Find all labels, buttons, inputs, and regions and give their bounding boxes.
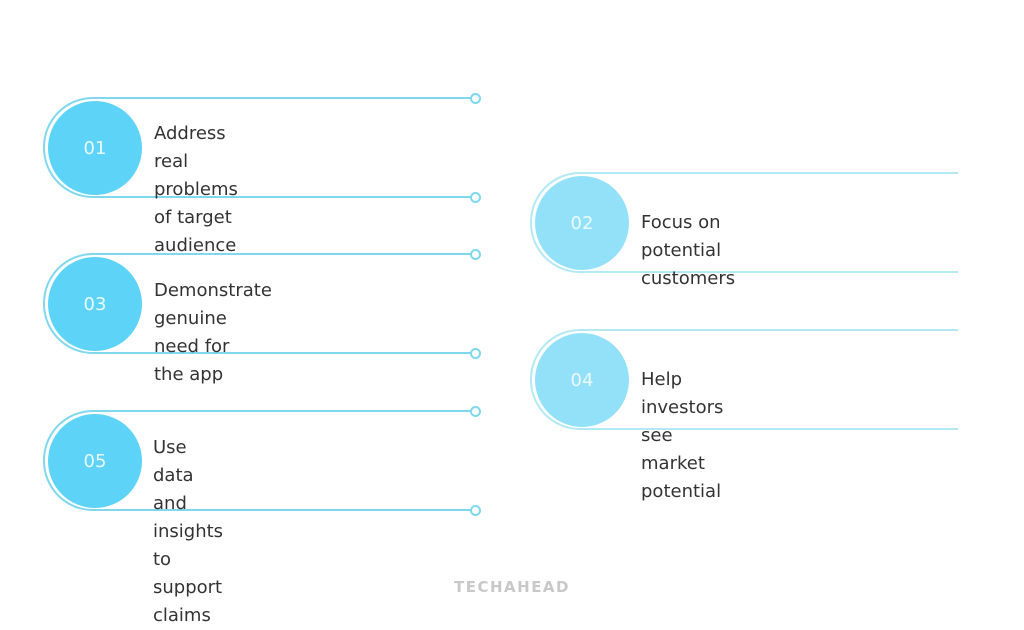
step-frame — [43, 97, 475, 198]
brand-logo: TECHAHEAD — [453, 578, 570, 596]
step-number-circle: 02 — [535, 176, 629, 270]
step-frame — [530, 172, 958, 273]
line-end-dot — [470, 406, 481, 417]
step-frame — [43, 253, 475, 354]
step-number-circle: 05 — [48, 414, 142, 508]
line-end-dot — [470, 192, 481, 203]
step-number-circle: 03 — [48, 257, 142, 351]
step-number-circle: 04 — [535, 333, 629, 427]
line-end-dot — [470, 348, 481, 359]
line-end-dot — [470, 93, 481, 104]
step-text: Use data and insights to support claims — [153, 437, 224, 626]
step-text: Demonstrate genuine need for the app — [154, 280, 272, 385]
step-frame — [43, 410, 475, 511]
step-number-circle: 01 — [48, 101, 142, 195]
step-text: Help investors see market potential — [641, 369, 724, 502]
line-end-dot — [470, 249, 481, 260]
line-end-dot — [470, 505, 481, 516]
step-frame — [530, 329, 958, 430]
step-text: Focus on potential customers — [641, 212, 736, 289]
step-text: Address real problems of target audience — [154, 123, 238, 256]
